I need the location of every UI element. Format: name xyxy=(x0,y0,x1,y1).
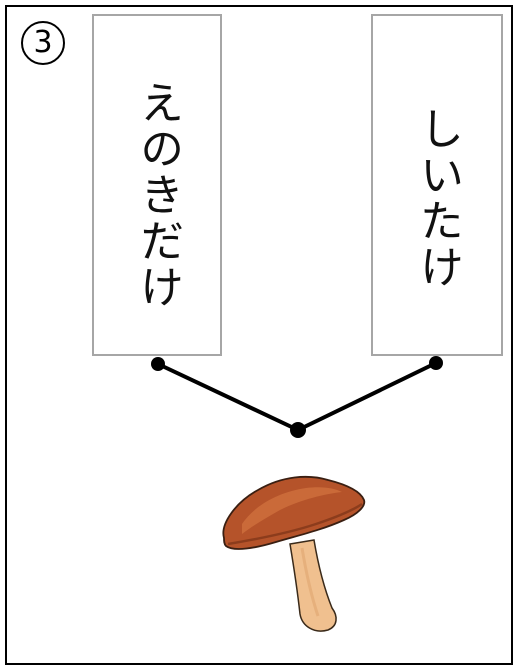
mushroom-gill-edge xyxy=(227,502,363,546)
mushroom-stem-shade xyxy=(300,547,320,617)
question-number: 3 xyxy=(33,25,53,60)
card-shiitake[interactable]: しいたけ xyxy=(371,14,503,356)
shiitake-mushroom-icon xyxy=(222,475,366,632)
card-label-shiitake: しいたけ xyxy=(412,106,463,290)
card-label-enokidake: えのきだけ xyxy=(132,80,183,310)
mushroom-stem xyxy=(289,539,337,632)
mushroom-cap-highlight xyxy=(242,487,342,534)
question-number-badge: 3 xyxy=(21,21,65,65)
mushroom-cap xyxy=(222,475,366,550)
card-enokidake[interactable]: えのきだけ xyxy=(92,14,222,356)
